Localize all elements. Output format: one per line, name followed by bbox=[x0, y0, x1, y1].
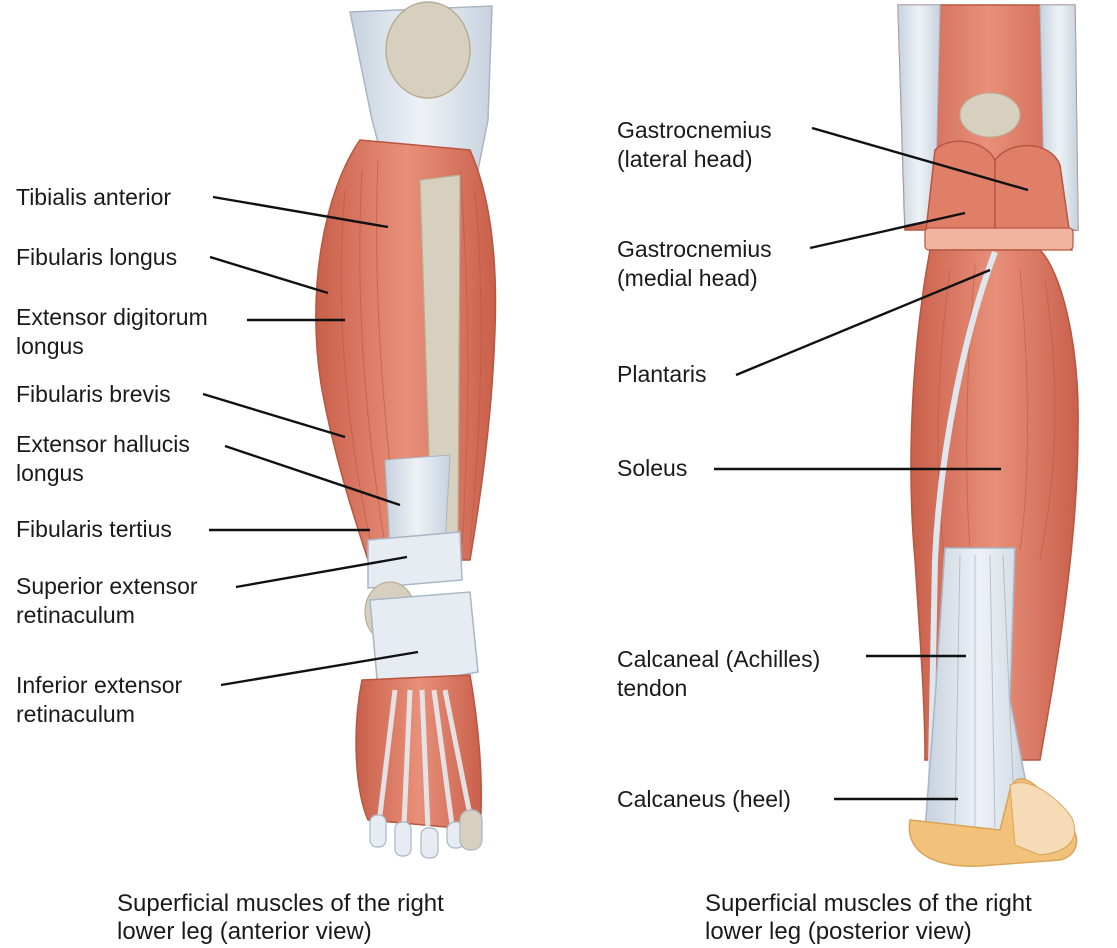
label-extensor-digitorum-longus: Extensor digitorum longus bbox=[16, 304, 208, 359]
gastrocnemius-lateral-head-shape bbox=[994, 144, 1073, 251]
label-tibialis-anterior: Tibialis anterior bbox=[16, 184, 172, 210]
caption-anterior-view: Superficial muscles of the right lower l… bbox=[117, 890, 444, 945]
caption-posterior-view: Superficial muscles of the right lower l… bbox=[705, 890, 1032, 945]
label-inferior-extensor-retinaculum: Inferior extensor retinaculum bbox=[16, 672, 183, 727]
patella bbox=[385, 1, 471, 99]
label-extensor-hallucis-longus: Extensor hallucis longus bbox=[16, 431, 190, 486]
label-calcaneal-tendon: Calcaneal (Achilles) tendon bbox=[617, 646, 821, 701]
label-fibularis-longus: Fibularis longus bbox=[16, 244, 178, 270]
anterior-leg-illustration bbox=[315, 1, 497, 859]
label-plantaris: Plantaris bbox=[617, 361, 707, 387]
label-superior-extensor-retinaculum: Superior extensor retinaculum bbox=[16, 573, 198, 628]
label-soleus: Soleus bbox=[617, 455, 688, 481]
label-gastrocnemius-lateral-head: Gastrocnemius (lateral head) bbox=[617, 117, 772, 172]
label-calcaneus-heel: Calcaneus (heel) bbox=[617, 786, 791, 812]
anterior-foot bbox=[355, 674, 483, 831]
plantaris-tendon bbox=[927, 250, 998, 821]
superior-retinaculum-shape bbox=[367, 531, 463, 589]
label-gastrocnemius-medial-head: Gastrocnemius (medial head) bbox=[617, 236, 772, 291]
label-fibularis-brevis: Fibularis brevis bbox=[16, 381, 171, 407]
leader-lines bbox=[202, 126, 1029, 801]
label-fibularis-tertius: Fibularis tertius bbox=[16, 516, 172, 542]
posterior-leg-illustration bbox=[897, 4, 1079, 867]
